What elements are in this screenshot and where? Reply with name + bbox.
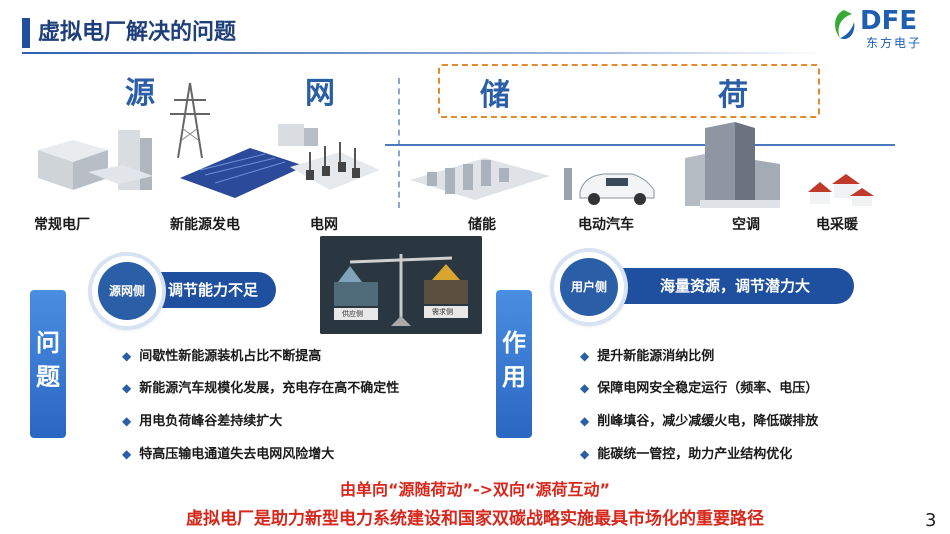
footer-line-1: 由单向“源随荷动”->双向“源荷互动” [339,480,611,499]
balance-scale-icon [320,236,482,334]
storage-illustration [410,158,550,200]
left-bullet-text-3: 用电负荷峰谷差持续扩大 [139,414,283,429]
label-ac: 空调 [732,217,760,233]
right-bullet-text-1: 提升新能源消纳比例 [597,349,715,364]
page-number: 3 [925,510,937,531]
logo-subtitle: 东方电子 [866,36,923,50]
diamond-icon: ◆ [122,447,132,461]
footer-line-2: 虚拟电厂是助力新型电力系统建设和国家双碳战略实施最具市场化的重要路径 [186,509,764,529]
title-underline [22,52,822,54]
electric-heating-illustration [808,174,874,206]
category-source: 源 [125,76,155,111]
right-headline: 海量资源，调节潜力大 [660,277,811,295]
right-bullet-4: ◆ 能碳统一管控，助力产业结构优化 [580,443,792,462]
right-badge-ring: 用户侧 [554,252,624,322]
label-ev: 电动汽车 [578,217,634,233]
grid-substation-illustration [278,124,380,190]
left-bullet-text-4: 特高压输电通道失去电网风险增大 [139,447,335,462]
divider-dashed [398,78,400,208]
function-label-char-2: 用 [502,363,526,391]
function-label-char-1: 作 [502,329,526,357]
storage-load-frame [438,64,820,118]
function-label-box: 作 用 [496,290,532,438]
diamond-icon: ◆ [580,447,590,461]
diamond-icon: ◆ [580,414,590,428]
ac-building-illustration [685,122,780,208]
conventional-plant-illustration [38,130,153,190]
problem-label-char-2: 题 [36,363,60,391]
left-bullet-3: ◆ 用电负荷峰谷差持续扩大 [122,410,282,429]
logo-icon [835,10,855,40]
category-grid: 网 [305,76,335,111]
label-electric-heating: 电采暖 [816,217,858,233]
left-badge-ring: 源网侧 [92,256,162,326]
grid-line [385,144,895,146]
ev-illustration [564,168,655,205]
right-bullet-text-2: 保障电网安全稳定运行（频率、电压） [597,381,819,396]
label-conventional-plant: 常规电厂 [34,217,90,233]
category-load: 荷 [718,78,748,113]
diamond-icon: ◆ [580,349,590,363]
right-bullet-text-3: 削峰填谷，减少减缓火电，降低碳排放 [597,414,819,429]
right-bullet-3: ◆ 削峰填谷，减少减缓火电，降低碳排放 [580,410,818,429]
diamond-icon: ◆ [122,349,132,363]
right-bullet-1: ◆ 提升新能源消纳比例 [580,345,714,364]
left-badge: 源网侧 [98,262,156,320]
problem-label-char-1: 问 [36,329,60,357]
label-new-energy: 新能源发电 [170,217,240,233]
diamond-icon: ◆ [122,414,132,428]
problem-label-box: 问 题 [30,290,66,438]
title-accent-bar [22,18,30,48]
category-storage: 储 [480,78,510,113]
left-headline: 调节能力不足 [168,281,259,299]
left-bullet-text-2: 新能源汽车规模化发展，充电存在高不确定性 [139,381,400,396]
supply-side-label: 供应侧 [342,310,363,318]
label-grid: 电网 [310,217,338,233]
right-bullet-2: ◆ 保障电网安全稳定运行（频率、电压） [580,377,818,396]
left-bullet-2: ◆ 新能源汽车规模化发展，充电存在高不确定性 [122,377,399,396]
diamond-icon: ◆ [580,381,590,395]
right-badge: 用户侧 [560,258,618,316]
logo-text: DFE [860,6,918,36]
page-title: 虚拟电厂解决的问题 [38,20,237,45]
left-bullet-4: ◆ 特高压输电通道失去电网风险增大 [122,443,334,462]
diamond-icon: ◆ [122,381,132,395]
label-storage: 储能 [468,217,496,233]
right-bullet-text-4: 能碳统一管控，助力产业结构优化 [597,447,793,462]
left-bullet-1: ◆ 间歇性新能源装机占比不断提高 [122,345,321,364]
new-energy-illustration [170,82,305,198]
supply-demand-balance-image: 供应侧 需求侧 [320,236,482,334]
demand-side-label: 需求侧 [432,308,453,316]
right-headline-pill: 海量资源，调节潜力大 [600,268,855,304]
left-bullet-text-1: 间歇性新能源装机占比不断提高 [139,349,322,364]
